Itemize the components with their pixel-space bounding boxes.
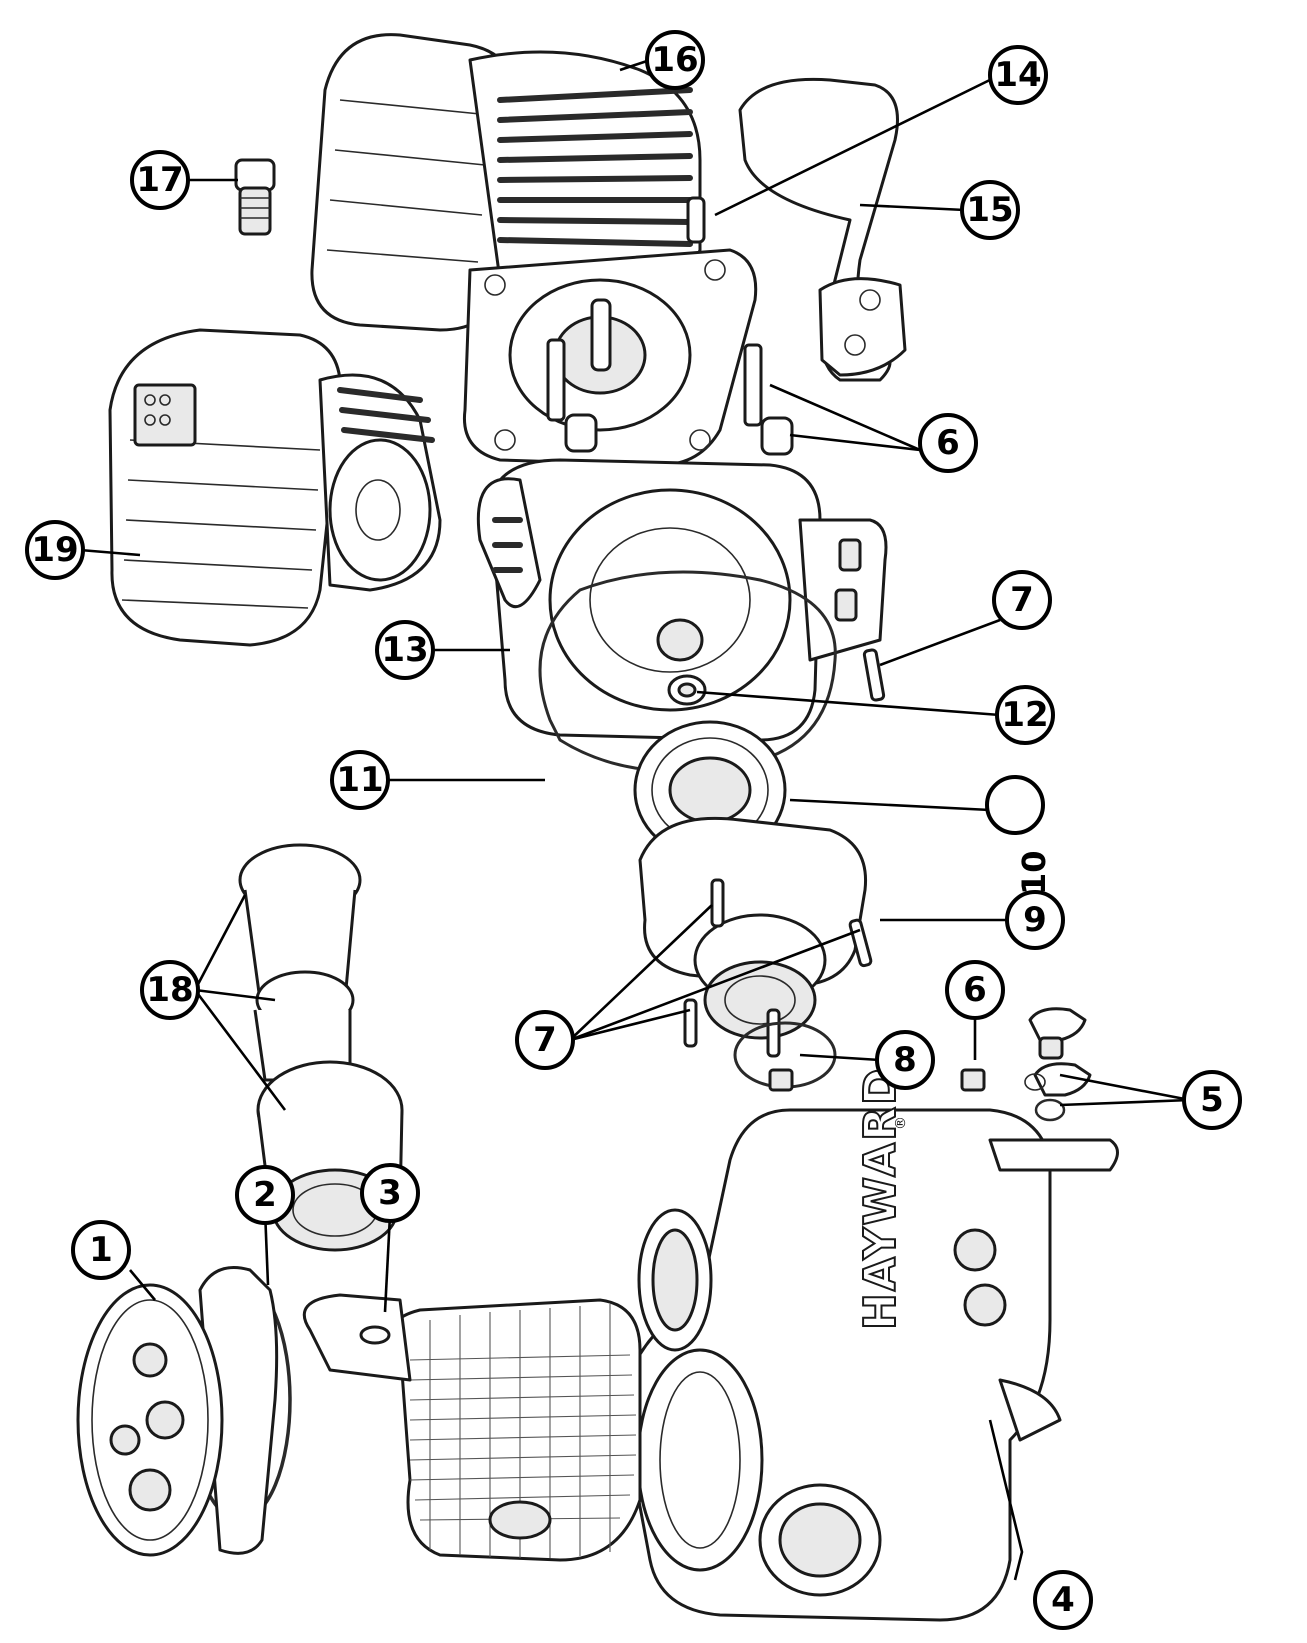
callout-7-lower: 7 [515, 1010, 575, 1070]
housing-lid-ring [636, 1348, 764, 1572]
callout-6-upper: 6 [918, 413, 978, 473]
svg-text:11: 11 [336, 760, 383, 800]
union-fittings [238, 843, 404, 1252]
callout-7-upper: 7 [992, 570, 1052, 630]
svg-text:16: 16 [651, 40, 698, 80]
callout-6-lower: 6 [945, 960, 1005, 1020]
mechanical-seal [667, 674, 707, 706]
svg-text:5: 5 [1200, 1080, 1224, 1120]
svg-text:17: 17 [136, 160, 183, 200]
svg-text:6: 6 [963, 970, 987, 1010]
motor-support-foot [738, 77, 907, 382]
strainer-lid [76, 1266, 279, 1557]
svg-text:8: 8 [893, 1040, 917, 1080]
svg-text:19: 19 [31, 530, 78, 570]
callout-3: 3 [360, 1163, 420, 1223]
strainer-basket [302, 1293, 642, 1562]
callout-5: 5 [1182, 1070, 1242, 1130]
callout-12: 12 [995, 685, 1055, 745]
leader-lines [79, 58, 1191, 1581]
seal-plate-screw [862, 648, 886, 702]
callout-19: 19 [25, 520, 85, 580]
callout-11: 11 [330, 750, 390, 810]
callout-10 [985, 775, 1045, 835]
callout-13: 13 [375, 620, 435, 680]
svg-text:3: 3 [378, 1173, 402, 1213]
svg-text:18: 18 [146, 970, 193, 1010]
cable-gland [234, 158, 276, 236]
callout-8: 8 [875, 1030, 935, 1090]
seal-plate [476, 458, 888, 742]
svg-text:6: 6 [936, 423, 960, 463]
svg-text:12: 12 [1001, 695, 1048, 735]
svg-text:2: 2 [253, 1175, 277, 1215]
svg-text:4: 4 [1051, 1580, 1075, 1620]
motor-assembly [310, 33, 758, 467]
drain-plugs [1024, 1007, 1092, 1122]
callout-15: 15 [960, 180, 1020, 240]
callout-16: 16 [645, 30, 705, 90]
svg-text:9: 9 [1023, 900, 1047, 940]
svg-text:15: 15 [966, 190, 1013, 230]
motor-screw [686, 196, 706, 244]
callout-1: 1 [71, 1220, 131, 1280]
callout-17: 17 [130, 150, 190, 210]
callout-4: 4 [1033, 1570, 1093, 1630]
callout-2: 2 [235, 1165, 295, 1225]
stray-label-10: 10 [1015, 850, 1053, 895]
body-nuts [768, 1068, 986, 1092]
svg-text:7: 7 [1010, 580, 1034, 620]
motor-studs [546, 338, 794, 456]
brand-logo-text: HAYWARD [855, 1066, 906, 1330]
svg-text:14: 14 [994, 55, 1041, 95]
callout-9: 9 [1005, 890, 1065, 950]
svg-text:7: 7 [533, 1020, 557, 1060]
diffuser [638, 816, 868, 1040]
svg-text:13: 13 [381, 630, 428, 670]
svg-text:1: 1 [89, 1230, 113, 1270]
variable-speed-drive [108, 328, 442, 647]
brand-registered-mark: ® [893, 1116, 909, 1130]
callout-14: 14 [988, 45, 1048, 105]
callout-18: 18 [140, 960, 200, 1020]
